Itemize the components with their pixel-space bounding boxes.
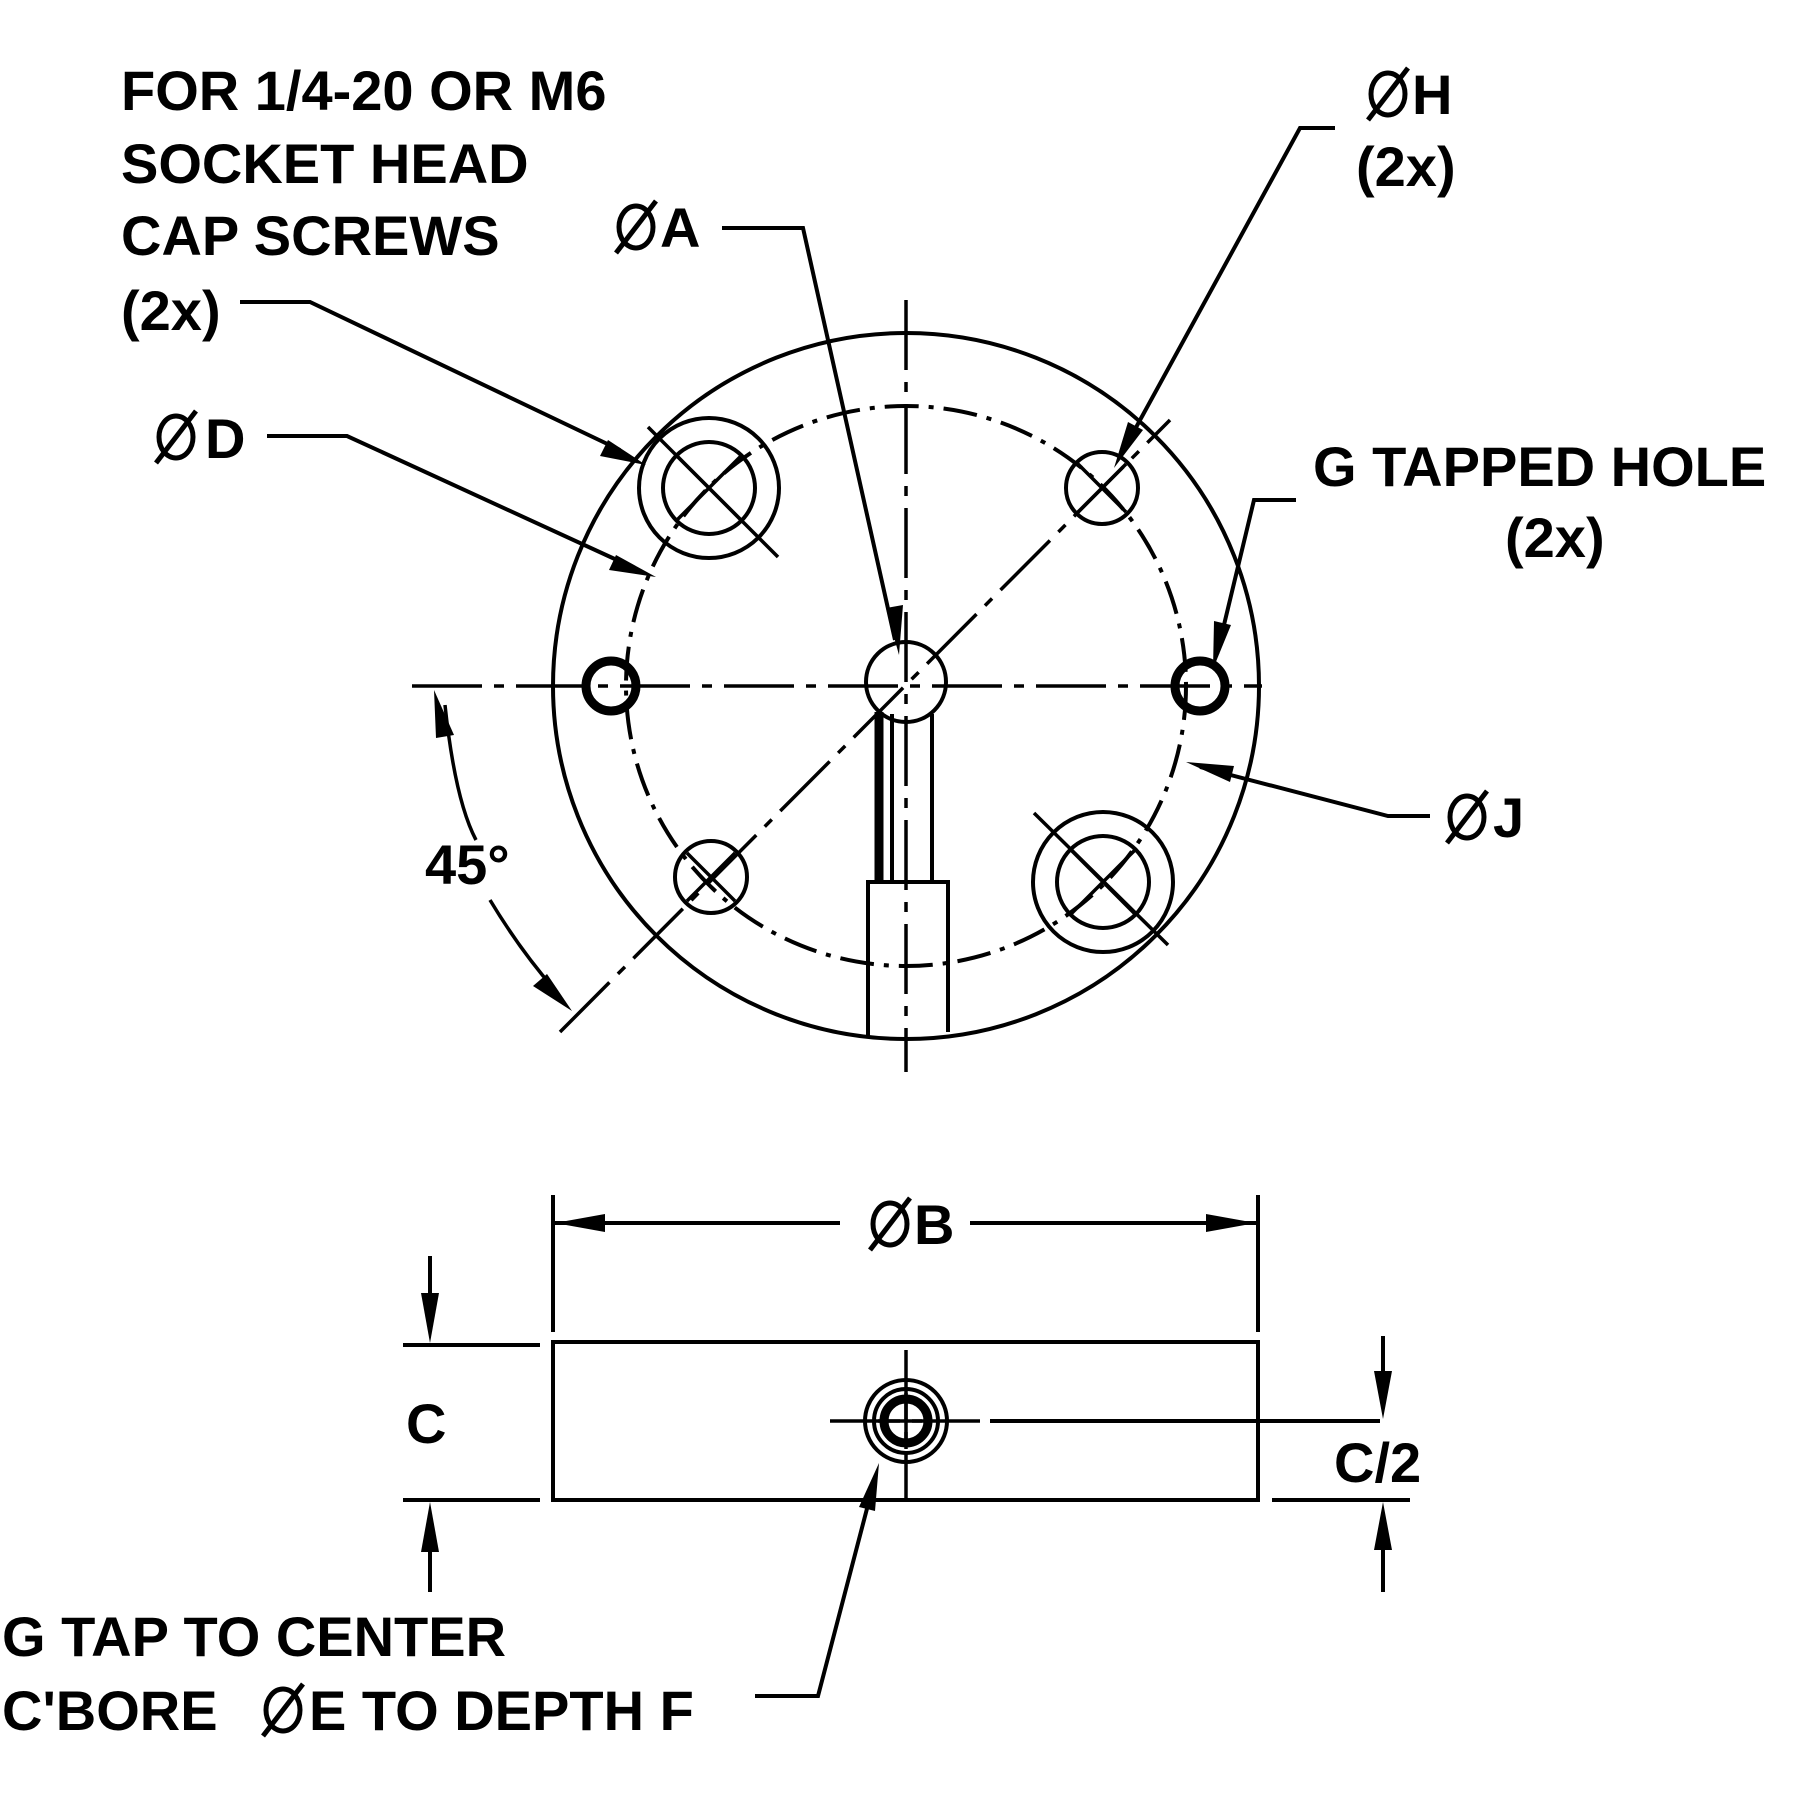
diameter-h-icon xyxy=(1368,68,1408,120)
tap-note-line2-suffix: E TO DEPTH F xyxy=(309,1679,694,1742)
tapped-hole-left xyxy=(581,656,641,716)
a-leader xyxy=(722,226,903,655)
half-height-label: C/2 xyxy=(1334,1431,1421,1494)
screws-note-line2: SOCKET HEAD xyxy=(121,132,529,195)
screw-hole-lower-right xyxy=(1031,810,1175,954)
screws-note-line3: CAP SCREWS xyxy=(121,204,500,267)
g-tapped-leader xyxy=(1213,498,1296,669)
diagonal-centerline xyxy=(558,418,1172,1034)
side-view xyxy=(551,1340,1380,1502)
dia-h-count: (2x) xyxy=(1356,135,1456,198)
dia-j-label: J xyxy=(1493,786,1524,849)
diameter-a-icon xyxy=(616,201,656,253)
tapped-hole-right xyxy=(1170,656,1230,716)
side-tap-channel xyxy=(866,712,950,1036)
c-half-dimension xyxy=(1272,1336,1410,1592)
screws-note-count: (2x) xyxy=(121,279,221,342)
j-leader xyxy=(1186,762,1430,818)
h-hole-upper-right xyxy=(1064,450,1140,526)
h-leader xyxy=(1114,126,1335,468)
angle-dimension xyxy=(434,690,572,1011)
c-dimension xyxy=(403,1256,540,1592)
diameter-d-icon xyxy=(156,411,196,463)
tap-note-line1: G TAP TO CENTER xyxy=(2,1605,506,1668)
screws-note-line1: FOR 1/4-20 OR M6 xyxy=(121,59,606,122)
b-dimension xyxy=(551,1195,1260,1332)
diameter-j-icon xyxy=(1447,791,1487,843)
center-hole xyxy=(864,640,948,724)
d-leader xyxy=(267,434,656,577)
g-tap-leader xyxy=(755,1463,879,1698)
diameter-e-icon xyxy=(263,1684,303,1736)
tapped-hole-note: G TAPPED HOLE xyxy=(1313,435,1766,498)
dia-d-label: D xyxy=(205,407,245,470)
tap-note-line2-prefix: C'BORE xyxy=(2,1679,218,1742)
angle-label: 45° xyxy=(425,833,510,896)
top-view xyxy=(412,300,1262,1072)
diameter-b-icon xyxy=(870,1198,910,1250)
dia-h-label: H xyxy=(1412,63,1452,126)
height-c-label: C xyxy=(406,1392,446,1455)
dia-a-label: A xyxy=(660,196,700,259)
h-hole-lower-left xyxy=(673,839,749,915)
screws-leader xyxy=(240,300,646,465)
side-tap-hole xyxy=(863,1378,949,1464)
dia-b-label: B xyxy=(914,1193,954,1256)
screw-hole-upper-left xyxy=(637,416,781,560)
tapped-hole-count: (2x) xyxy=(1505,506,1605,569)
